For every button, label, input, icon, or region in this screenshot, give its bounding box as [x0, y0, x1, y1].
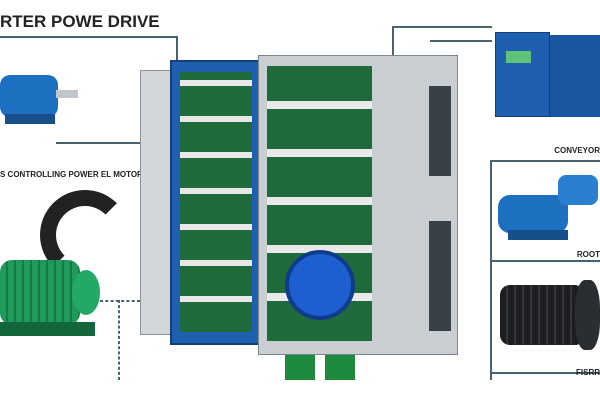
drive-unit [550, 35, 600, 117]
black-motor-icon [500, 270, 600, 360]
wire [490, 160, 600, 162]
blue-cabinet [170, 60, 260, 345]
fan-motor-icon [285, 250, 355, 320]
wire [56, 142, 142, 144]
root-label: ROOT [576, 250, 600, 259]
wire [490, 260, 600, 262]
wire [392, 26, 492, 28]
page-title: RTER POWE DRIVE [0, 12, 160, 31]
blue-motor-icon [0, 70, 78, 125]
wire [490, 160, 492, 380]
wire [0, 36, 178, 38]
grey-cabinet [258, 55, 458, 355]
wire [118, 300, 120, 380]
left-motor-label: S CONTROLLING POWER EL MOTOR [0, 170, 143, 179]
wire [100, 300, 140, 302]
wire [430, 40, 492, 42]
fan-label: FISRR [576, 368, 600, 377]
terminal-block [325, 355, 355, 380]
cabinet-door [140, 70, 175, 335]
green-motor-icon [0, 250, 110, 345]
pump-icon [498, 175, 600, 245]
drive-unit [495, 32, 550, 117]
terminal-block [285, 355, 315, 380]
conveyor-label: CONVEYOR [554, 146, 600, 155]
